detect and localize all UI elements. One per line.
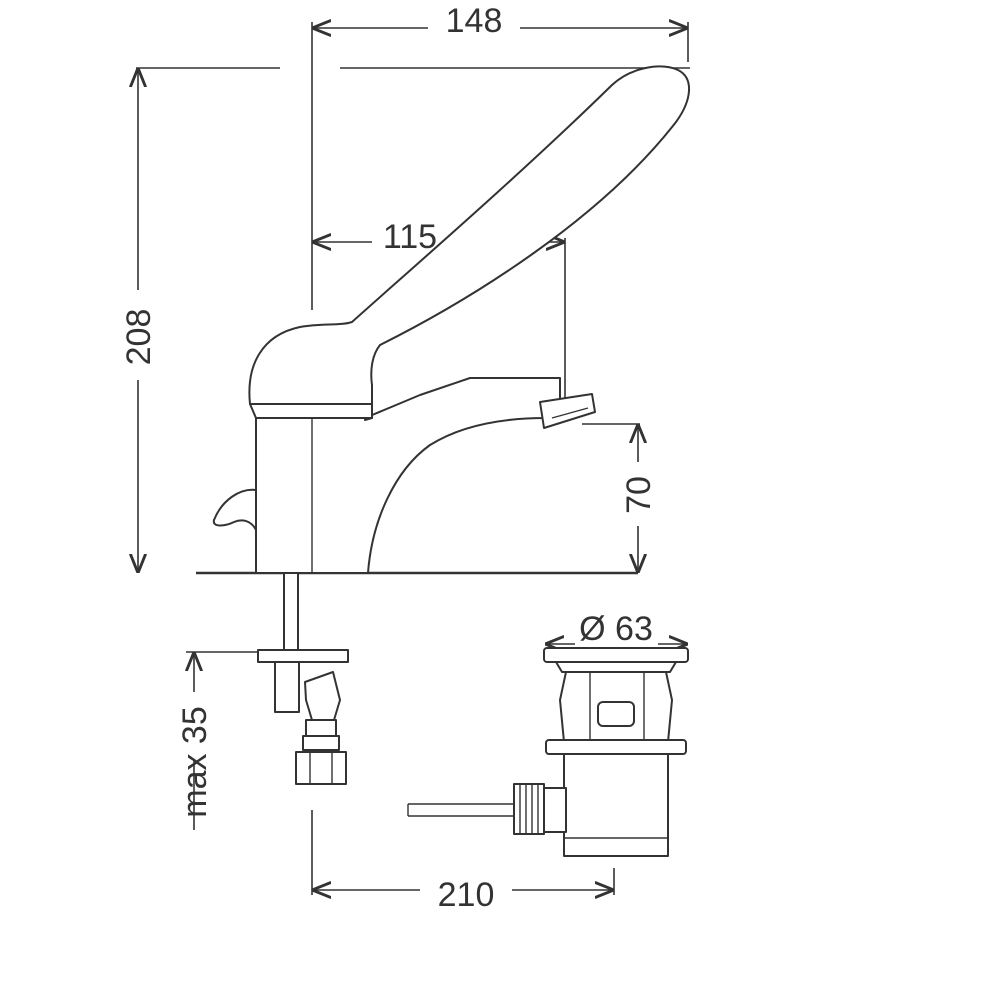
faucet-drawing <box>196 65 691 785</box>
waste-drain-drawing <box>407 647 689 857</box>
rod-nut <box>513 783 545 835</box>
mounting-washer <box>257 649 349 663</box>
popup-knob <box>212 488 257 531</box>
label-centre-distance: 210 <box>438 876 495 914</box>
lever-handle <box>248 65 691 421</box>
dimension-max-deck: max 35 <box>176 651 262 830</box>
drain-slot <box>597 701 635 727</box>
dimension-centre-distance: 210 <box>311 810 615 914</box>
label-spout-reach: 115 <box>383 218 437 256</box>
spout-outlet <box>539 393 596 429</box>
dimension-overall-height: 208 <box>120 67 690 573</box>
drain-nut <box>545 739 687 755</box>
drain-flange <box>543 647 689 663</box>
drain-tube <box>563 753 669 857</box>
dimension-overall-length: 148 <box>311 2 689 310</box>
label-waste-diameter: Ø 63 <box>579 610 653 648</box>
label-overall-height: 208 <box>120 309 158 366</box>
dimension-waste-diameter: Ø 63 <box>545 610 688 648</box>
label-overall-length: 148 <box>446 2 503 40</box>
popup-rod <box>407 803 514 817</box>
label-spout-height: 70 <box>620 476 658 514</box>
hose-connector <box>304 671 341 721</box>
hose-nut <box>295 751 347 785</box>
label-max-deck: max 35 <box>176 706 214 818</box>
handle-cap <box>249 403 373 419</box>
dimension-spout-height: 70 <box>582 423 658 573</box>
rod-connector <box>543 787 567 833</box>
